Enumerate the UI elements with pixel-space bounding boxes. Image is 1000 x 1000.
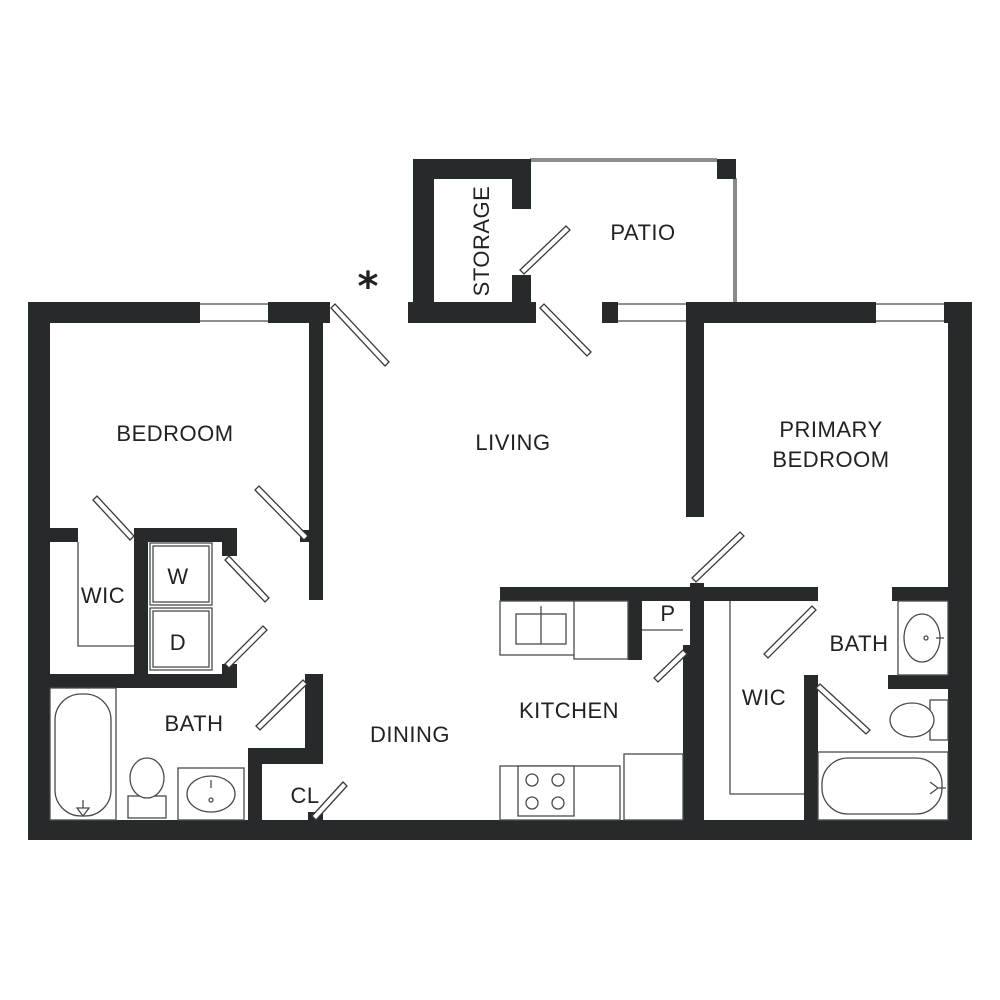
dryer (149, 607, 213, 671)
room-labels: STORAGE PATIO BEDROOM LIVING PRIMARY BED… (81, 186, 889, 808)
vanity-left (177, 767, 245, 821)
label-washer: W (167, 564, 188, 589)
label-wic-left: WIC (81, 583, 125, 608)
windows (200, 158, 944, 322)
walls (28, 159, 972, 840)
washer (149, 542, 213, 606)
toilet-right (889, 699, 949, 741)
bathtub-right (817, 751, 949, 821)
refrigerator (623, 753, 684, 821)
toilet-left (127, 757, 167, 819)
bathtub-left (49, 687, 117, 821)
label-dining: DINING (370, 722, 450, 747)
dishwasher (573, 600, 629, 660)
fixtures (49, 542, 949, 821)
label-bath-right: BATH (829, 631, 888, 656)
entry-marker: * (358, 264, 379, 310)
vanity-right (897, 600, 949, 676)
label-wic-right: WIC (742, 685, 786, 710)
label-living: LIVING (475, 430, 550, 455)
label-storage: STORAGE (469, 186, 494, 297)
label-closet: CL (290, 783, 319, 808)
doors (92, 225, 871, 821)
label-dryer: D (170, 630, 186, 655)
label-pantry: P (660, 601, 675, 626)
label-bedroom: BEDROOM (116, 421, 233, 446)
label-primary-bedroom-line2: BEDROOM (772, 447, 889, 472)
label-primary-bedroom-line1: PRIMARY (779, 417, 882, 442)
label-kitchen: KITCHEN (519, 698, 619, 723)
label-bath-left: BATH (164, 711, 223, 736)
label-patio: PATIO (610, 220, 675, 245)
stove (499, 765, 621, 821)
